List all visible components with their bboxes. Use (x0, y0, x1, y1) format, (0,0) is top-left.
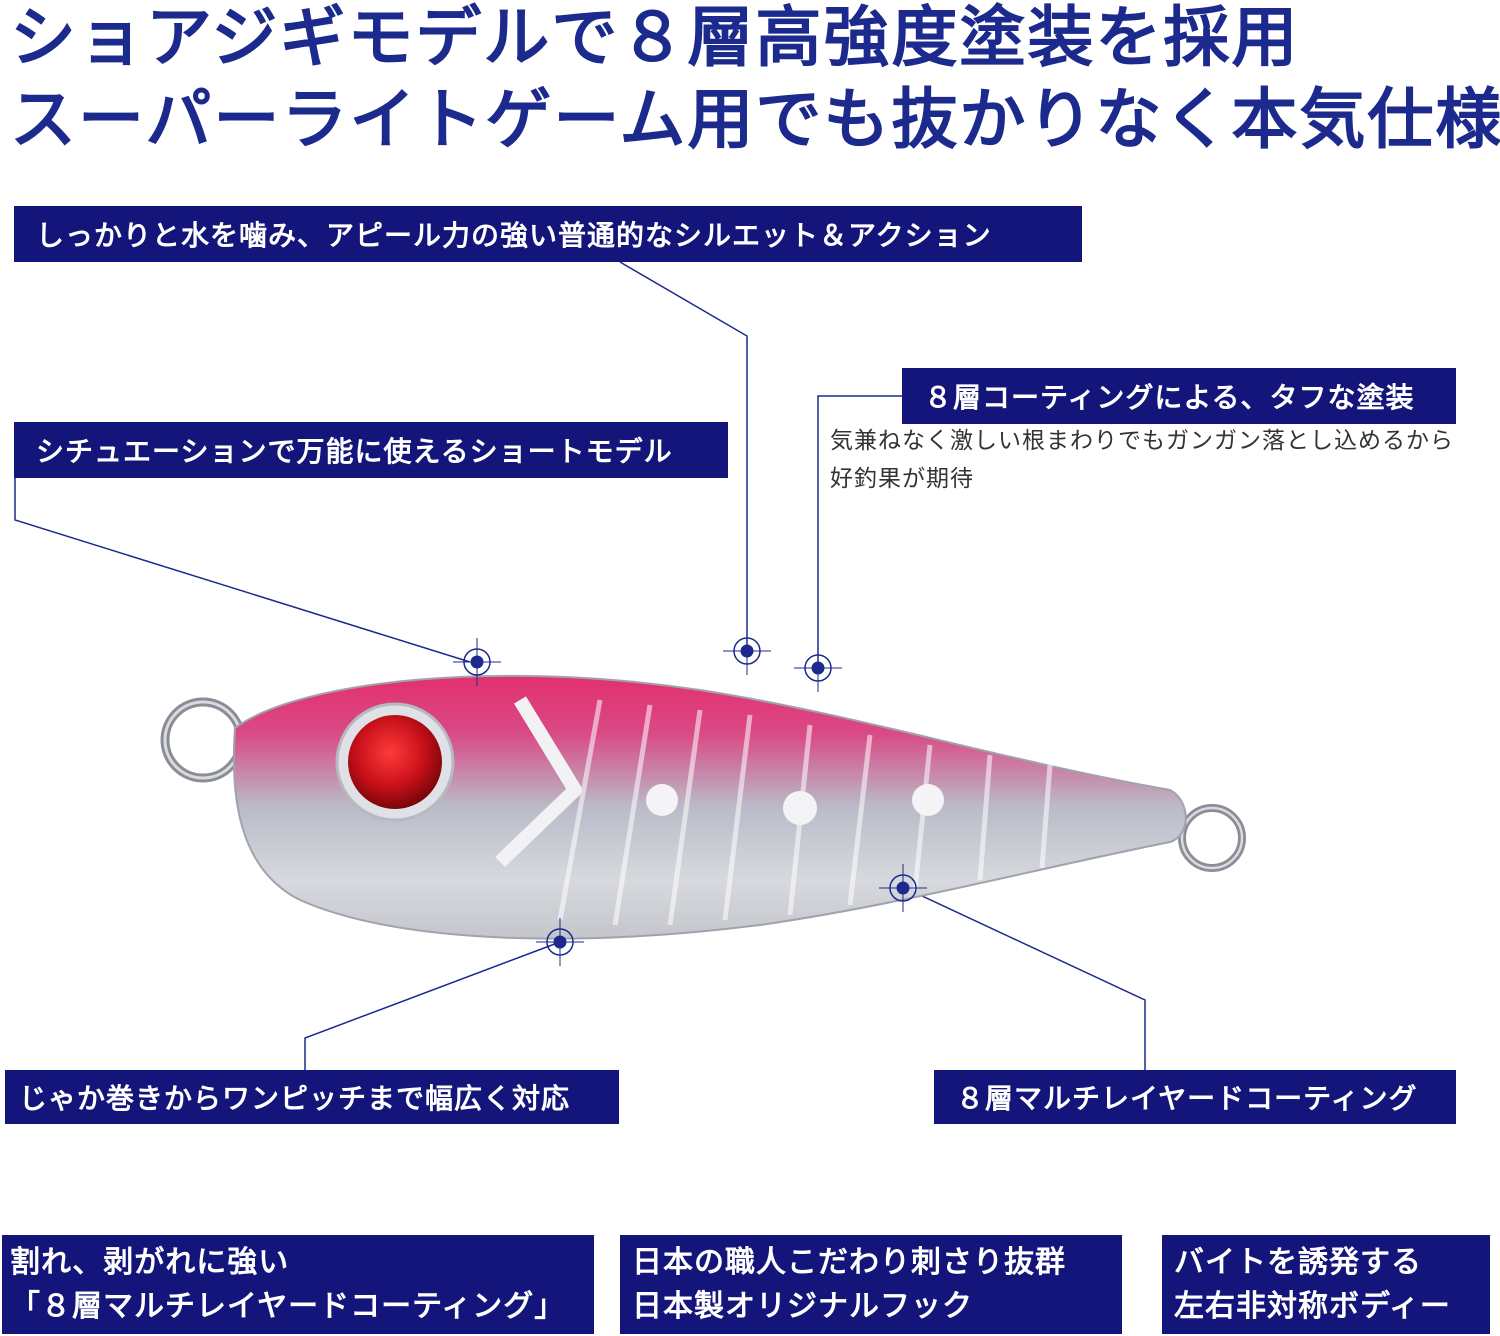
feature-box-body-line-1: バイトを誘発する (1174, 1244, 1422, 1280)
feature-box-hook: 日本の職人こだわり刺さり抜群 日本製オリジナルフック (620, 1235, 1122, 1334)
headline-line-1: ショアジギモデルで８層高強度塗装を採用 (10, 0, 1300, 76)
callout-coating-tough: ８層コーティングによる、タフな塗装 (902, 368, 1456, 424)
feature-box-coating-line-2: 「８層マルチレイヤードコーティング」 (10, 1288, 566, 1324)
feature-box-hook-line-2: 日本製オリジナルフック (632, 1288, 973, 1324)
coating-description-line-2: 好釣果が期待 (830, 466, 974, 492)
lure-body (160, 674, 1246, 940)
lure-eye (348, 715, 442, 809)
callout-short-model: シチュエーションで万能に使えるショートモデル (14, 422, 728, 478)
feature-box-coating-line-1: 割れ、剥がれに強い (10, 1244, 290, 1280)
feature-box-body-line-2: 左右非対称ボディー (1174, 1288, 1451, 1324)
callout-action-range: じゃか巻きからワンピッチまで幅広く対応 (5, 1070, 619, 1124)
feature-box-body: バイトを誘発する 左右非対称ボディー (1162, 1235, 1490, 1334)
crosshair-marker-icon (453, 627, 927, 966)
headline-line-2: スーパーライトゲーム用でも抜かりなく本気仕様 (10, 81, 1500, 158)
callout-multi-layer: ８層マルチレイヤードコーティング (934, 1070, 1456, 1124)
feature-box-hook-line-1: 日本の職人こだわり刺さり抜群 (632, 1244, 1066, 1280)
leader-lines (14, 261, 1146, 1070)
coating-description-line-1: 気兼ねなく激しい根まわりでもガンガン落とし込めるから (830, 428, 1454, 454)
feature-box-coating: 割れ、剥がれに強い 「８層マルチレイヤードコーティング」 (2, 1235, 594, 1334)
callout-silhouette: しっかりと水を噛み、アピール力の強い普通的なシルエット＆アクション (14, 206, 1082, 262)
